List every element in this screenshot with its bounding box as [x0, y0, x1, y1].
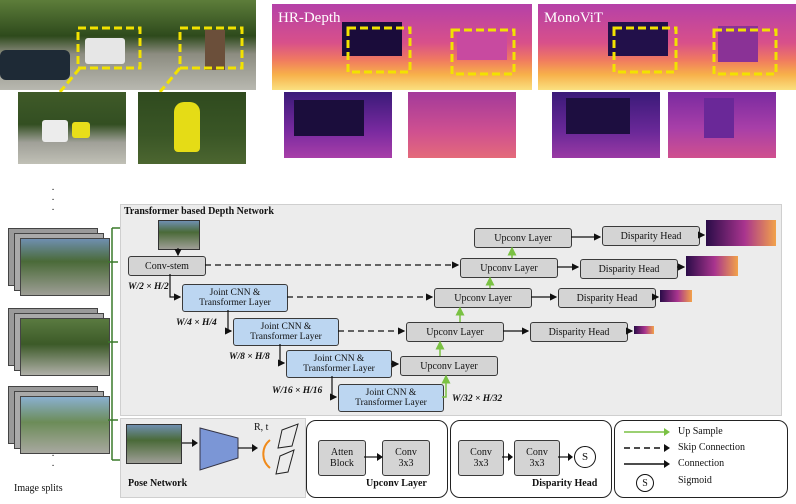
joint-block-3: Joint CNN &Transformer Layer — [286, 350, 392, 378]
joint-block-4: Joint CNN &Transformer Layer — [338, 384, 444, 412]
monovit-depth-map — [538, 4, 796, 90]
joint-block-2: Joint CNN &Transformer Layer — [233, 318, 339, 346]
disparity-head-2: Disparity Head — [580, 259, 678, 279]
monovit-label: MonoViT — [544, 10, 604, 26]
disparity-output-2 — [686, 256, 738, 276]
pose-encoder-diagram — [182, 423, 299, 475]
hr-depth-zoom-crop-left — [284, 92, 392, 158]
joint-block-1: Joint CNN &Transformer Layer — [182, 284, 288, 312]
hr-depth-zoom-crop-right — [408, 92, 516, 158]
rgb-zoom-crop-car — [18, 92, 126, 164]
pose-input-image — [126, 424, 182, 464]
rgb-zoom-crop-person — [138, 92, 246, 164]
disp-sigmoid-symbol: S — [574, 446, 596, 468]
conv-stem-block: Conv-stem — [128, 256, 206, 276]
scale-label-half: W/2 × H/2 — [128, 282, 169, 292]
monovit-zoom-crop-right — [668, 92, 776, 158]
upconv-detail-label: Upconv Layer — [366, 478, 427, 489]
upconv-block-4: Upconv Layer — [406, 322, 504, 342]
hr-depth-label: HR-Depth — [278, 10, 341, 26]
disparity-output-4 — [634, 326, 654, 334]
legend-connection: Connection — [678, 458, 725, 469]
image-split-stack-1 — [8, 228, 110, 296]
scale-label-eighth: W/8 × H/8 — [229, 352, 270, 362]
scale-label-sixteenth: W/16 × H/16 — [272, 386, 323, 396]
image-splits-label: Image splits — [14, 483, 63, 494]
upconv-block-3: Upconv Layer — [434, 288, 532, 308]
disparity-output-1 — [706, 220, 776, 246]
disp-detail-arrows — [502, 453, 573, 461]
legend-sigmoid-symbol: S — [636, 474, 654, 492]
rgb-highlight-boxes — [58, 26, 244, 93]
hr-depth-highlight-boxes — [346, 26, 516, 76]
disp-detail-label: Disparity Head — [532, 478, 598, 489]
legend-up-sample: Up Sample — [678, 426, 723, 437]
scale-label-quarter: W/4 × H/4 — [176, 318, 217, 328]
scale-label-thirtysecond: W/32 × H/32 — [452, 394, 503, 404]
rgb-scene-image — [0, 0, 256, 90]
legend-skip-connection: Skip Connection — [678, 442, 745, 453]
image-split-stack-3 — [8, 386, 110, 454]
upconv-block-2: Upconv Layer — [460, 258, 558, 278]
legend-sigmoid: Sigmoid — [678, 475, 712, 486]
monovit-highlight-boxes — [612, 26, 778, 76]
image-split-stack-2 — [8, 308, 110, 376]
upconv-block-1: Upconv Layer — [474, 228, 572, 248]
monovit-zoom-crop-left — [552, 92, 660, 158]
pose-rt-label: R, t — [254, 422, 269, 433]
splits-dots-bottom: ·· — [51, 451, 55, 472]
upconv-detail-arrow — [364, 453, 383, 461]
disparity-output-3 — [660, 290, 692, 302]
pose-network-label: Pose Network — [128, 478, 188, 489]
depth-network-title: Transformer based Depth Network — [124, 206, 274, 217]
legend-symbols — [624, 428, 670, 468]
splits-dots-top: ··· — [51, 185, 55, 216]
